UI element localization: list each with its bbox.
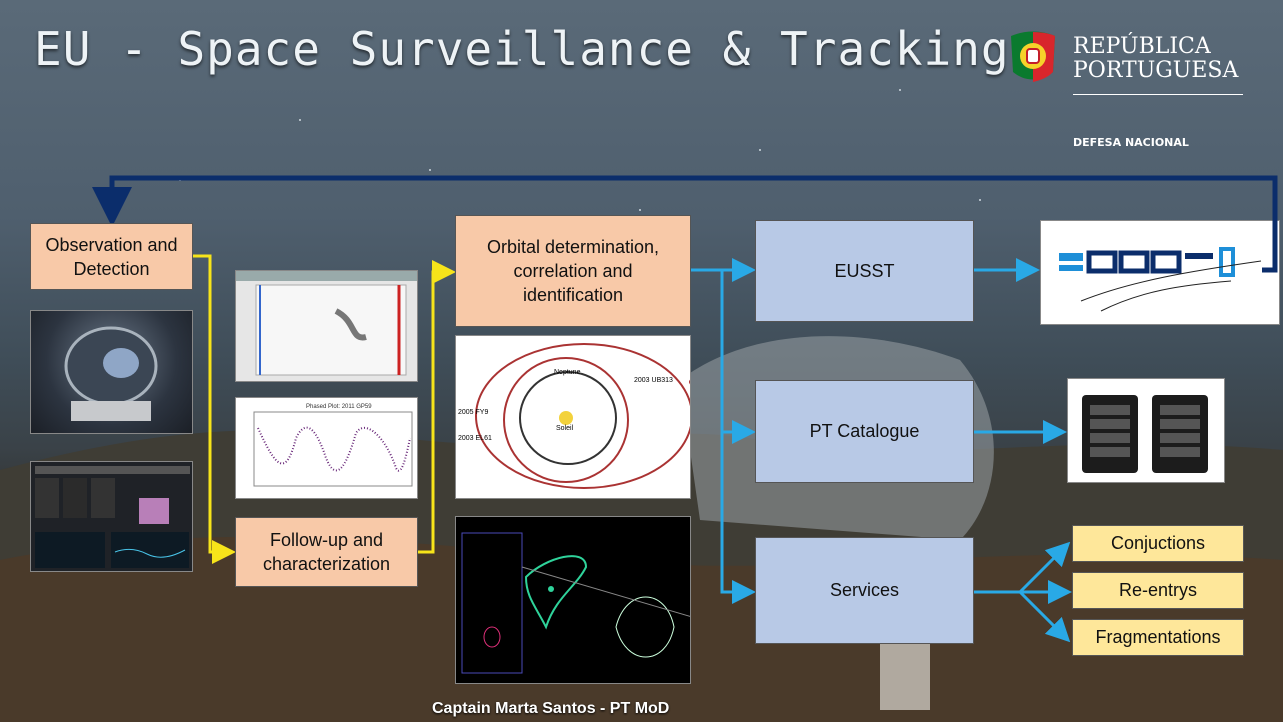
orbit-label-5: Soleil [556,425,574,432]
eusst-logo-image [1040,220,1280,325]
orbit-label-3: 2003 EL61 [458,435,492,442]
followup-characterization-box: Follow-up and characterization [235,517,418,587]
obs-to-followup-arrow [193,254,236,564]
orbit-label-4: Neptune [554,369,581,376]
portugal-flag-emblem-icon [1011,31,1055,82]
fragmentations-box: Fragmentations [1072,619,1244,656]
republica-portuguesa-logo: REPÚBLICA PORTUGUESA DEFESA NACIONAL [1005,28,1245,158]
logo-ministry: DEFESA NACIONAL [1073,136,1189,149]
logo-line-2: PORTUGUESA [1073,58,1239,83]
detection-software-screenshot [30,461,193,572]
conjunctions-box: Conjuctions [1072,525,1244,562]
orbital-to-catalogue-arrow [720,270,756,444]
orbits-diagram-image: 2003 UB313 2005 FY9 2003 EL61 Neptune So… [455,335,691,499]
logo-line-1: REPÚBLICA [1073,34,1211,59]
orbit-label-1: 2003 UB313 [634,377,673,384]
approach-geometry-image [455,516,691,684]
orbital-determination-box: Orbital determination, correlation and i… [455,215,691,327]
phased-plot-image: Phased Plot: 2011 GP59 [235,397,418,499]
orbital-to-services-arrow [720,432,756,604]
observation-detection-box: Observation and Detection [30,223,193,290]
tracking-software-screenshot [235,270,418,382]
feedback-arrow [92,175,1278,273]
phased-plot-title: Phased Plot: 2011 GP59 [306,404,372,410]
followup-to-orbital-arrow [418,260,456,554]
eusst-box: EUSST [755,220,974,322]
services-box: Services [755,537,974,644]
services-to-conjunctions-arrow [1018,541,1071,594]
slide-title: EU - Space Surveillance & Tracking [34,22,1010,76]
orbit-label-2: 2005 FY9 [458,409,488,416]
telescope-photo [30,310,193,434]
reentrys-box: Re-entrys [1072,572,1244,609]
servers-image [1067,378,1225,483]
logo-divider [1073,94,1243,95]
pt-catalogue-box: PT Catalogue [755,380,974,483]
services-to-fragmentations-arrow [1018,590,1071,643]
presenter-footer: Captain Marta Santos - PT MoD [432,700,670,717]
